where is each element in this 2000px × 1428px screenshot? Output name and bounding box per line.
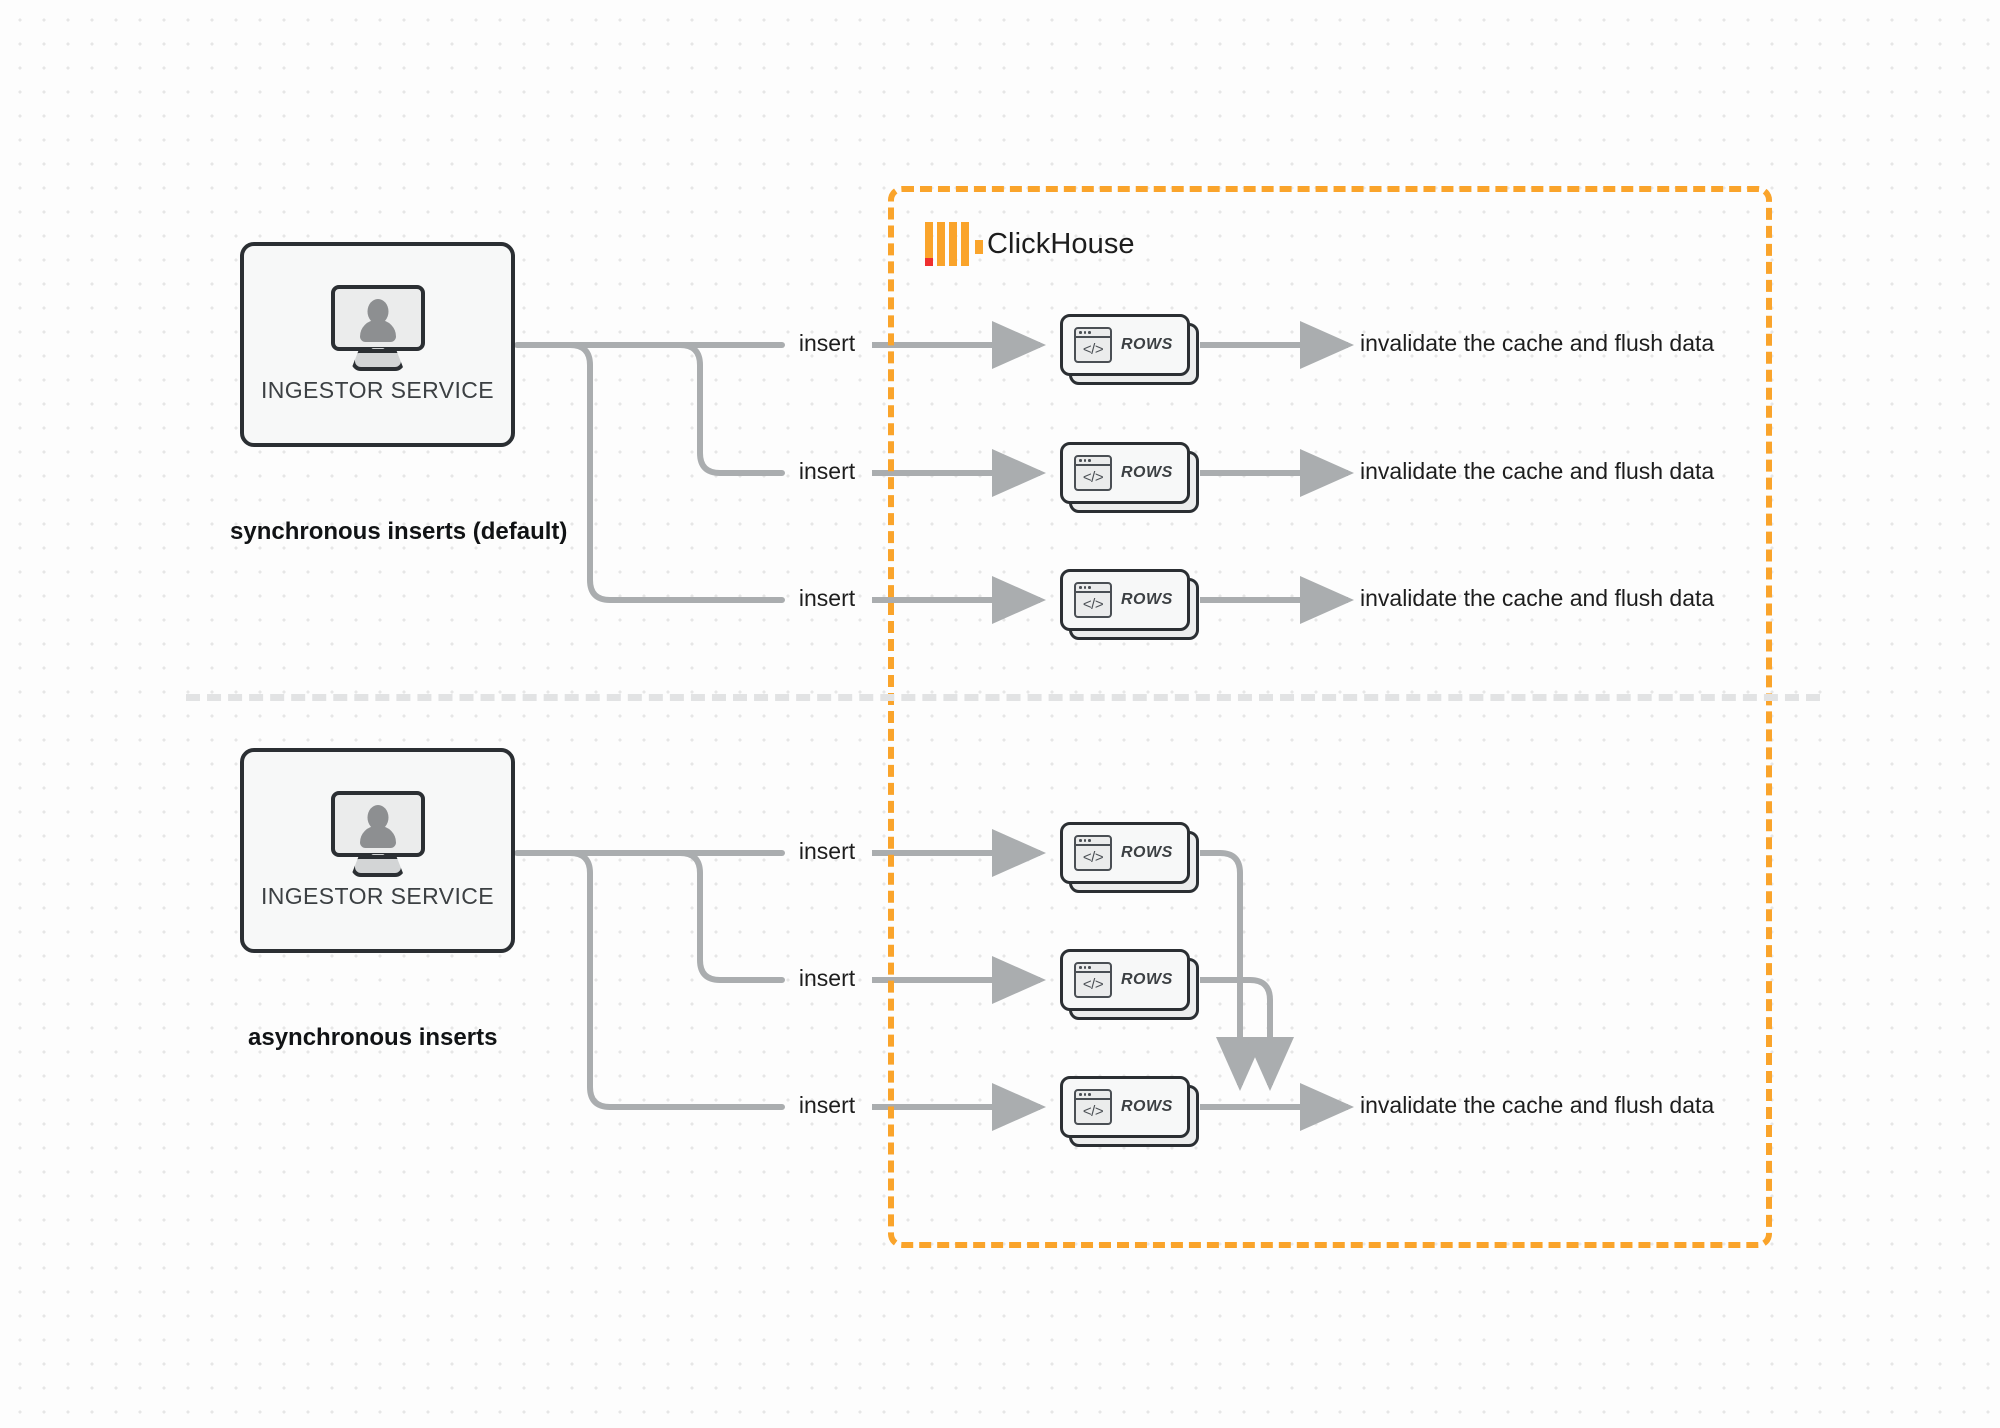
code-angle-brackets-icon: </> <box>1082 469 1104 486</box>
sidebar-item-ingestor-service-sync[interactable]: INGESTOR SERVICE <box>240 242 515 447</box>
code-angle-brackets-icon: </> <box>1082 1103 1104 1120</box>
code-window-icon: </> <box>1074 327 1112 363</box>
monitor-stand <box>350 349 405 371</box>
rows-card-async-2[interactable]: </> ROWS <box>1060 949 1199 1020</box>
code-window-titlebar <box>1076 964 1110 973</box>
result-label-sync-2: invalidate the cache and flush data <box>1360 458 1715 484</box>
rows-card-sync-2[interactable]: </> ROWS <box>1060 442 1199 513</box>
insert-label-async-1: insert <box>798 838 856 864</box>
clickhouse-boundary <box>888 186 1772 1248</box>
sidebar-item-ingestor-service-async[interactable]: INGESTOR SERVICE <box>240 748 515 953</box>
code-angle-brackets-icon: </> <box>1082 341 1104 358</box>
insert-label-async-2: insert <box>798 965 856 991</box>
user-body-shape <box>359 320 396 342</box>
user-head-shape <box>367 805 388 830</box>
monitor-user-icon <box>330 791 425 877</box>
code-window-icon: </> <box>1074 835 1112 871</box>
logo-tick-mark <box>975 240 983 254</box>
code-window-titlebar <box>1076 584 1110 593</box>
rows-card-sync-3[interactable]: </> ROWS <box>1060 569 1199 640</box>
monitor-stand <box>350 855 405 877</box>
code-window-titlebar <box>1076 837 1110 846</box>
section-caption-asynchronous: asynchronous inserts <box>248 1024 498 1051</box>
logo-bar-1 <box>925 222 933 266</box>
insert-label-sync-1: insert <box>798 330 856 356</box>
result-label-sync-1: invalidate the cache and flush data <box>1360 330 1715 356</box>
rows-card-front: </> ROWS <box>1060 569 1190 631</box>
rows-card-async-1[interactable]: </> ROWS <box>1060 822 1199 893</box>
code-window-titlebar <box>1076 329 1110 338</box>
rows-card-label: ROWS <box>1121 464 1173 481</box>
code-angle-brackets-icon: </> <box>1082 596 1104 613</box>
rows-card-front: </> ROWS <box>1060 949 1190 1011</box>
rows-card-front: </> ROWS <box>1060 442 1190 504</box>
logo-bar-2 <box>937 222 945 266</box>
code-angle-brackets-icon: </> <box>1082 849 1104 866</box>
code-window-icon: </> <box>1074 962 1112 998</box>
section-divider <box>186 694 1820 701</box>
rows-card-label: ROWS <box>1121 336 1173 353</box>
insert-label-async-3: insert <box>798 1092 856 1118</box>
rows-card-sync-1[interactable]: </> ROWS <box>1060 314 1199 385</box>
code-window-titlebar <box>1076 457 1110 466</box>
logo-red-accent <box>925 258 933 266</box>
rows-card-label: ROWS <box>1121 971 1173 988</box>
rows-card-label: ROWS <box>1121 844 1173 861</box>
code-window-icon: </> <box>1074 582 1112 618</box>
code-window-titlebar <box>1076 1091 1110 1100</box>
service-label: INGESTOR SERVICE <box>260 883 495 909</box>
code-angle-brackets-icon: </> <box>1082 976 1104 993</box>
rows-card-label: ROWS <box>1121 591 1173 608</box>
service-label: INGESTOR SERVICE <box>260 377 495 403</box>
monitor-user-icon <box>330 285 425 371</box>
result-label-async-merged: invalidate the cache and flush data <box>1360 1092 1715 1118</box>
insert-label-sync-2: insert <box>798 458 856 484</box>
user-head-shape <box>367 299 388 324</box>
rows-card-front: </> ROWS <box>1060 822 1190 884</box>
section-caption-synchronous: synchronous inserts (default) <box>230 518 568 545</box>
clickhouse-wordmark: ClickHouse <box>987 227 1135 260</box>
rows-card-front: </> ROWS <box>1060 1076 1190 1138</box>
user-body-shape <box>359 826 396 848</box>
code-window-icon: </> <box>1074 1089 1112 1125</box>
logo-bar-3 <box>949 222 957 266</box>
rows-card-label: ROWS <box>1121 1098 1173 1115</box>
result-label-sync-3: invalidate the cache and flush data <box>1360 585 1715 611</box>
clickhouse-logo-mark <box>925 222 983 266</box>
logo-bar-4 <box>961 222 969 266</box>
code-window-icon: </> <box>1074 455 1112 491</box>
clickhouse-logo: ClickHouse <box>925 222 1135 266</box>
rows-card-async-3[interactable]: </> ROWS <box>1060 1076 1199 1147</box>
insert-label-sync-3: insert <box>798 585 856 611</box>
rows-card-front: </> ROWS <box>1060 314 1190 376</box>
